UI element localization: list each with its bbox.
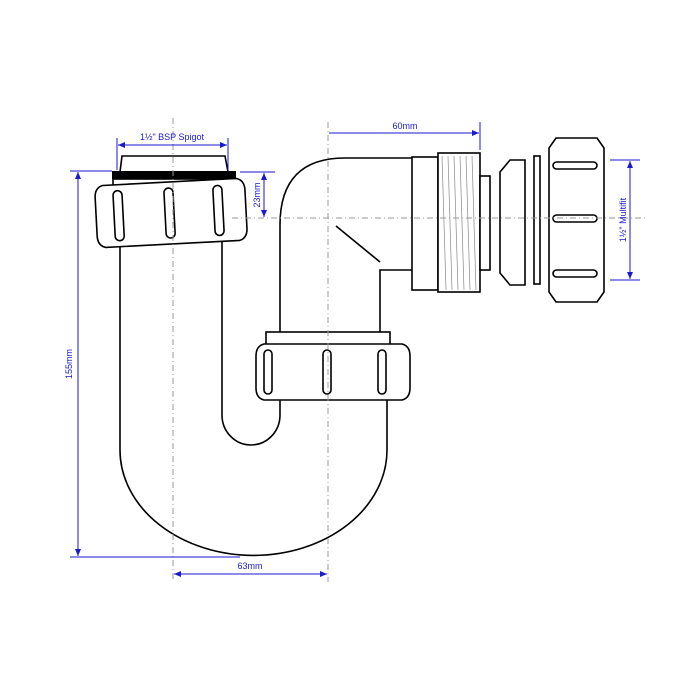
height-label: 155mm <box>64 349 74 379</box>
cone-washer <box>499 159 526 286</box>
lower-nut-ribs <box>263 349 387 395</box>
trap-u-bend <box>119 239 388 557</box>
dimension-spigot: 1½" BSP Spigot <box>116 132 229 170</box>
outlet-flange <box>411 156 439 291</box>
dimension-multifit: 1½" Multifit <box>610 159 640 281</box>
thread-lines <box>441 155 477 291</box>
spigot-seal <box>112 171 236 179</box>
top-nut <box>94 177 248 249</box>
outlet-length-label: 60mm <box>392 121 417 131</box>
spigot-cap <box>119 155 229 173</box>
spigot-label: 1½" BSP Spigot <box>140 132 205 142</box>
elbow-seam <box>335 225 381 263</box>
multifit-label: 1½" Multifit <box>618 197 628 242</box>
centre-width-label: 63mm <box>237 561 262 571</box>
dimension-outlet-length: 60mm <box>329 121 481 150</box>
dimension-offset: 23mm <box>240 171 275 217</box>
lower-nut <box>255 343 411 401</box>
elbow-outlet <box>279 157 415 334</box>
centerlines <box>172 118 645 582</box>
outlet-step <box>479 175 491 271</box>
offset-label: 23mm <box>252 182 262 207</box>
flat-washer <box>533 155 541 285</box>
dimension-height: 155mm <box>64 170 240 558</box>
dimension-centre-width: 63mm <box>174 561 327 577</box>
